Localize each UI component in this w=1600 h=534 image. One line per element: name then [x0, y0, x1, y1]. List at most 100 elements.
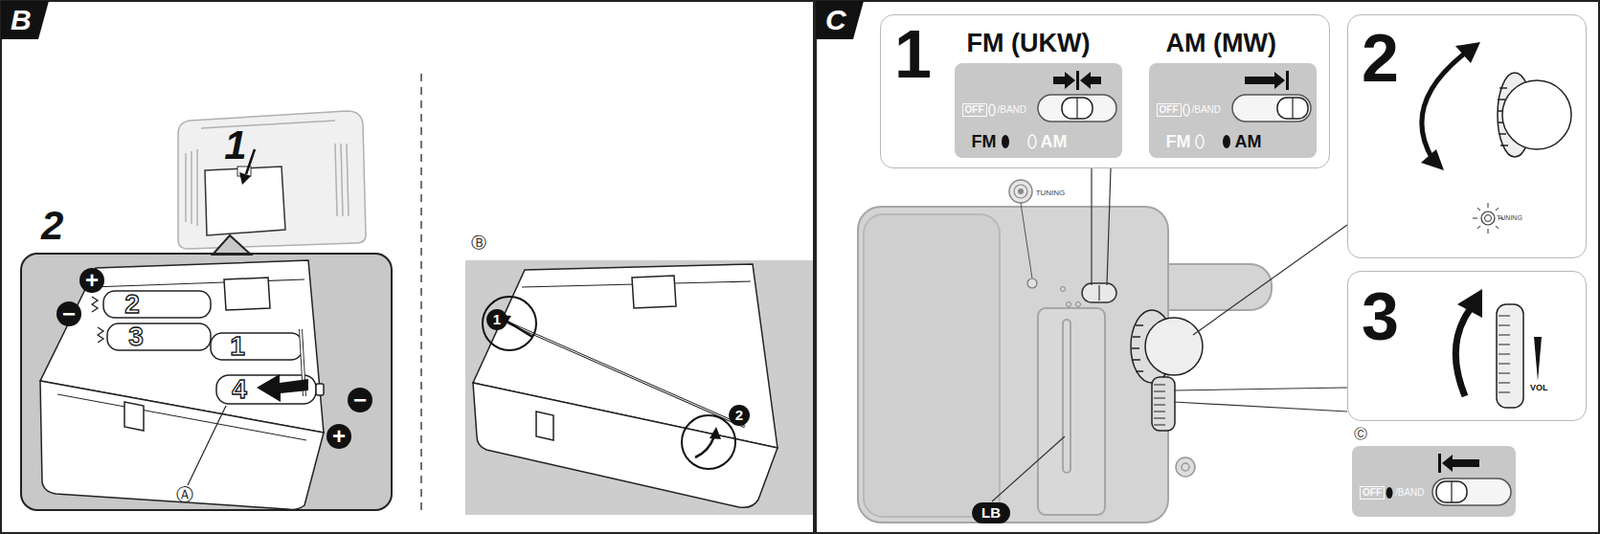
- leader-line-part: [1173, 387, 1348, 391]
- radio-front-part: [1037, 308, 1105, 516]
- compartment-detail-part: [465, 260, 813, 516]
- band-switch-part: [989, 104, 995, 116]
- radio-front-part: [1151, 377, 1175, 431]
- control-label: VOL: [1530, 383, 1549, 393]
- band-switch-part: [1183, 104, 1190, 116]
- battery-inset-part: [124, 402, 144, 431]
- radio-front: [857, 180, 1272, 523]
- switch-panel: FM (UKW)OFF/BANDFMAM: [954, 63, 1123, 158]
- leader-line-part: [1090, 168, 1092, 286]
- callout-number: 1: [486, 309, 508, 331]
- band-switch-part: [1438, 453, 1442, 474]
- radio-front-part: [1066, 302, 1072, 308]
- band-switch-part: [1061, 97, 1093, 119]
- battery-inset-part: [210, 333, 303, 361]
- radio-front-part: [1017, 188, 1024, 195]
- compartment-detail-part: [681, 415, 736, 470]
- battery-inset: [21, 235, 392, 511]
- band-switch-part: [954, 63, 1123, 158]
- battery-inset-part: [256, 374, 309, 403]
- band-switch-part: [1076, 70, 1080, 91]
- indicator-label: TUNING: [1036, 188, 1066, 198]
- band-switch-part: [1432, 478, 1511, 506]
- compartment-detail-part: [505, 321, 745, 428]
- band-switch-part: [1352, 446, 1516, 518]
- reference-letter: Ⓒ: [1353, 426, 1368, 442]
- switch-panel: ⒸOFF/BAND: [1352, 446, 1516, 518]
- step-number: 1: [894, 21, 932, 89]
- battery-inset-part: [103, 291, 211, 318]
- radio-back-sketch-part: [204, 166, 286, 236]
- volume-wheel-part: [1455, 308, 1471, 397]
- band-label: FM: [1166, 132, 1192, 153]
- polarity-mark: +: [326, 424, 352, 450]
- radio-back-sketch-part: [246, 149, 255, 175]
- radio-front-part: [1076, 302, 1082, 308]
- band-switch-part: [1436, 481, 1467, 503]
- compartment-detail-part: [695, 436, 715, 458]
- indicator-label: TUNING: [1496, 214, 1523, 223]
- panel-letter: C: [815, 0, 864, 40]
- tuning-knob-part: [1485, 215, 1492, 223]
- band-switch-part: [1080, 71, 1102, 90]
- battery-inset-part: [91, 279, 305, 288]
- band-switch-part: [1076, 97, 1078, 119]
- panel-letter: B: [0, 0, 49, 40]
- reference-letter: Ⓐ: [176, 483, 194, 507]
- volume-wheel: [1455, 289, 1542, 408]
- battery-inset-part: [212, 235, 251, 255]
- battery-inset-part: [187, 405, 226, 486]
- divider: [420, 73, 423, 516]
- tuning-knob-part: [1421, 51, 1467, 159]
- band-switch-part: [1285, 70, 1289, 91]
- volume-wheel-part: [1533, 337, 1542, 382]
- switch-label: OFF: [962, 103, 988, 117]
- step-box: 3VOL: [1347, 270, 1587, 422]
- radio-front-part: [1014, 184, 1028, 199]
- inset-box: 2: [20, 252, 393, 512]
- battery-number: 3: [128, 321, 144, 353]
- band-switch-part: [1232, 94, 1311, 122]
- band-switch: [954, 63, 1516, 518]
- radio-front-part: [857, 206, 1169, 523]
- compartment-detail-part: [709, 427, 722, 440]
- radio-back-sketch-part: [239, 172, 251, 185]
- volume-wheel-part: [1457, 289, 1483, 318]
- radio-front-part: [1081, 283, 1117, 303]
- radio-back-sketch-part: [178, 111, 366, 249]
- radio-front-part: [1153, 384, 1166, 426]
- radio-front-part: [1175, 457, 1195, 477]
- leader-line: [991, 168, 1348, 502]
- battery-inset-part: [216, 375, 316, 405]
- radio-front-part: [1145, 317, 1203, 376]
- switch-label: /BAND: [1395, 487, 1425, 499]
- radio-front-part: [1027, 278, 1037, 289]
- switch-label: /BAND: [997, 104, 1028, 116]
- band-switch-part: [1149, 63, 1317, 158]
- leader-line-part: [1106, 168, 1111, 286]
- leader-line-part: [991, 436, 1065, 502]
- radio-front-part: [863, 214, 1000, 518]
- panel: C1FM (UKW)OFF/BANDFMAMAM (MW)OFF/BANDFMA…: [814, 0, 1600, 534]
- tuning-knob-part: [1420, 149, 1444, 171]
- switch-label: OFF: [1156, 103, 1182, 117]
- radio-front-part: [1009, 180, 1033, 203]
- band-switch-part: [1001, 135, 1010, 149]
- band-switch-part: [1195, 135, 1204, 149]
- switch-panel: AM (MW)OFF/BANDFMAM: [1149, 63, 1317, 158]
- step-box: 2TUNING: [1347, 14, 1587, 259]
- step-number: 3: [1361, 283, 1399, 351]
- band-label: AM: [1235, 132, 1262, 153]
- battery-inset-part: [91, 296, 104, 343]
- radio-front-part: [1098, 285, 1100, 301]
- band-switch-part: [1037, 94, 1117, 122]
- band-switch-part: [1028, 135, 1037, 149]
- band-label: AM: [1040, 132, 1068, 153]
- tuning-knob-part: [1455, 42, 1481, 64]
- battery-inset-part: [224, 277, 271, 311]
- battery-inset-part: [107, 323, 211, 351]
- tuning-knob-part: [1502, 80, 1572, 150]
- band-switch-part: [1244, 71, 1285, 90]
